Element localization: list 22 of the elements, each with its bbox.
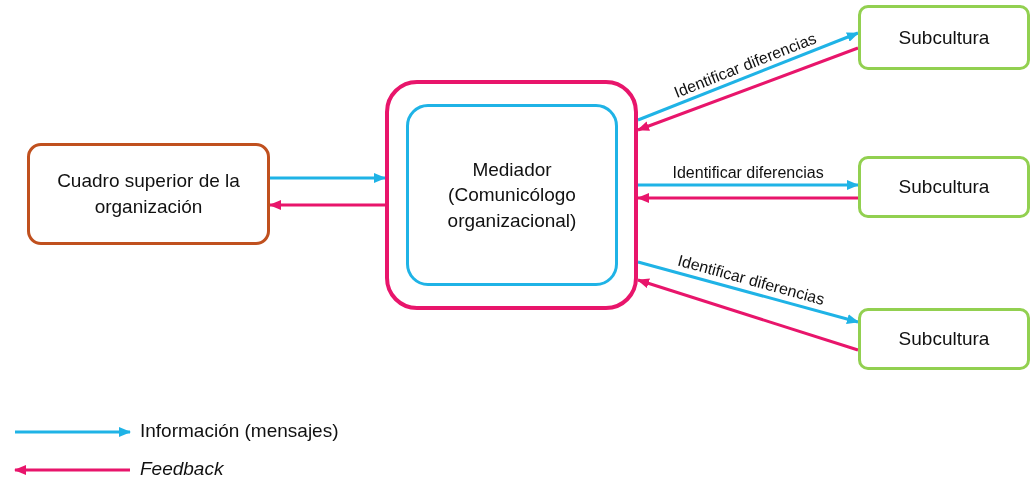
legend-label: Feedback <box>140 458 224 480</box>
subculture-box <box>858 156 1030 218</box>
arrow <box>269 200 385 210</box>
edge-label: Identificar diferencias <box>671 163 825 183</box>
node-label: Cuadro superior de la organización <box>56 169 241 219</box>
node-label: Subcultura <box>898 25 990 50</box>
arrow <box>270 173 386 183</box>
mediator-box <box>406 104 618 286</box>
node-label: Subcultura <box>898 327 990 352</box>
arrow <box>637 193 858 203</box>
organization-box <box>27 143 270 245</box>
node-label: Mediador (Comunicólogo organizacional) <box>446 157 578 233</box>
legend-label: Información (mensajes) <box>140 420 339 442</box>
subculture-box <box>858 308 1030 370</box>
arrow <box>637 46 859 132</box>
arrow <box>637 260 859 324</box>
mediator-outer-box <box>385 80 638 310</box>
arrow <box>637 31 859 122</box>
subculture-box <box>858 5 1030 70</box>
arrow <box>638 180 859 190</box>
arrow <box>637 278 859 352</box>
node-label: Subcultura <box>898 175 990 200</box>
